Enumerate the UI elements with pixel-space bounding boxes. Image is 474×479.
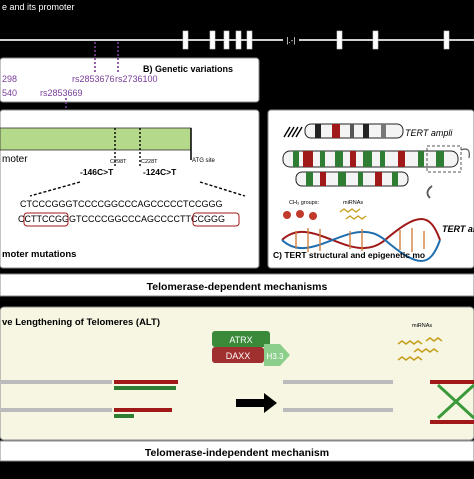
panel-b-title: B) Genetic variations — [143, 64, 233, 74]
seq-upper: CTCCCGGGTCCCCGGCCCAGCCCCCTCCGGG — [20, 199, 223, 209]
alt-panel-title: ve Lengthening of Telomeres (ALT) — [2, 317, 160, 328]
alt-panel — [0, 306, 474, 441]
chromosome-1 — [304, 123, 404, 139]
chromosome-2 — [282, 150, 459, 168]
banner-dependent — [0, 273, 474, 297]
seq-lower: CCTTCCGGGTCCCCGGCCCAGCCCCTTCCGGG — [18, 214, 225, 224]
top-background — [0, 0, 474, 14]
alt-mirna-label: miRNAs — [412, 323, 432, 329]
gene-exons — [182, 30, 450, 50]
ampli-label: TERT ampli — [405, 128, 453, 138]
panel-c — [267, 109, 474, 269]
telomere-strands-right — [283, 380, 474, 424]
banner-independent — [0, 440, 474, 462]
pos-c228t: C228T — [141, 159, 158, 165]
daxx-label: DAXX — [226, 351, 251, 361]
mut-146-label: -146C>T — [80, 167, 114, 177]
atrx-box — [212, 331, 270, 347]
zoom-dashes — [29, 181, 246, 197]
top-title: e and its promoter — [2, 2, 75, 12]
banner-dependent-text: Telomerase-dependent mechanisms — [147, 281, 328, 293]
mirna-squiggles — [339, 208, 367, 220]
seq-box-left — [23, 212, 69, 227]
translocation-box — [426, 145, 462, 173]
panel-c-caption: C) TERT structural and epigenetic mo — [273, 250, 425, 260]
gene-break-symbol: |.-| — [286, 36, 295, 45]
gene-break — [283, 35, 299, 45]
curved-arrow — [426, 185, 433, 199]
translocation-arrow — [460, 148, 470, 159]
alt-mirna-squiggles — [397, 337, 443, 361]
snp-label: 540 — [2, 88, 17, 98]
pos-c298t: C298T — [110, 159, 127, 165]
mirna-small-label: miRNAs — [343, 200, 363, 206]
tert-and-label: TERT and T — [442, 224, 474, 234]
snp-label: rs2736100 — [115, 74, 158, 84]
dna-helix — [281, 218, 441, 262]
banner-independent-text: Telomerase-independent mechanism — [145, 447, 329, 459]
mutation-dotted-lines — [114, 128, 141, 168]
methyl-group-icons — [283, 210, 317, 220]
snp-label: rs2853669 — [40, 88, 83, 98]
mut-124-label: -124C>T — [143, 167, 177, 177]
snp-label: rs2853676 — [72, 74, 115, 84]
seq-box-right — [192, 212, 240, 227]
promoter-bar — [0, 127, 192, 151]
daxx-box — [212, 347, 264, 363]
ch3-label: CH₃ groups: — [289, 200, 320, 206]
atg-label: ATG site — [192, 158, 216, 164]
snp-label: 298 — [2, 74, 17, 84]
h33-shape — [264, 344, 290, 366]
chromosome-3 — [295, 171, 409, 187]
promoter-label: moter — [2, 154, 28, 165]
panel-b — [0, 57, 260, 103]
telomere-strands-left — [0, 380, 178, 418]
process-arrow — [236, 393, 277, 413]
amplification-icon — [283, 126, 303, 138]
atrx-label: ATRX — [229, 335, 252, 345]
h33-label: H3.3 — [267, 352, 284, 361]
panel-a-caption: moter mutations — [2, 249, 76, 260]
